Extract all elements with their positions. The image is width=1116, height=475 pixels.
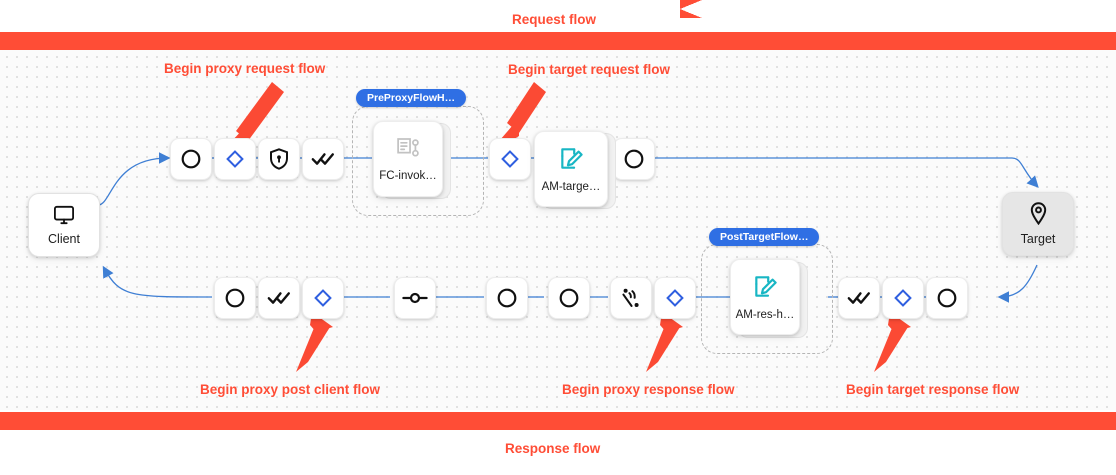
endpoint-client[interactable]: Client bbox=[28, 193, 100, 257]
circle-icon bbox=[224, 287, 246, 309]
diamond-icon bbox=[225, 149, 245, 169]
annotation-begin-proxy-response-flow: Begin proxy response flow bbox=[562, 382, 735, 397]
step-proxy-post-client-start[interactable] bbox=[214, 277, 256, 319]
policy-am-target[interactable]: AM-targe… bbox=[534, 131, 608, 207]
annotation-begin-target-request-flow: Begin target request flow bbox=[508, 62, 671, 77]
group-badge-post-target-flow-hook[interactable]: PostTargetFlow… bbox=[709, 228, 820, 246]
annotation-begin-target-response-flow: Begin target response flow bbox=[846, 382, 1020, 397]
endpoint-client-label: Client bbox=[48, 231, 80, 246]
policy-fc-invoke[interactable]: FC-invok… bbox=[373, 121, 443, 197]
group-badge-pre-proxy-flow-hook[interactable]: PreProxyFlowH… bbox=[356, 89, 467, 107]
shield-lock-icon bbox=[269, 148, 289, 170]
step-proxy-response-broadcast[interactable] bbox=[610, 277, 652, 319]
step-proxy-request-flow-hook[interactable] bbox=[214, 138, 256, 180]
step-proxy-request-start[interactable] bbox=[170, 138, 212, 180]
step-proxy-endpoint[interactable] bbox=[394, 277, 436, 319]
response-flow-bar bbox=[0, 412, 1116, 430]
step-proxy-response-flow-hook[interactable] bbox=[654, 277, 696, 319]
step-proxy-response-start[interactable] bbox=[486, 277, 528, 319]
circle-icon bbox=[558, 287, 580, 309]
annotation-begin-proxy-post-client-flow: Begin proxy post client flow bbox=[200, 382, 381, 397]
assign-message-icon bbox=[559, 146, 584, 174]
assign-message-icon bbox=[753, 274, 778, 302]
step-proxy-post-client-flow-hook[interactable] bbox=[302, 277, 344, 319]
circle-icon bbox=[936, 287, 958, 309]
flow-callout-icon bbox=[396, 136, 421, 163]
request-flow-arrow-notch bbox=[680, 0, 702, 18]
endpoint-target[interactable]: Target bbox=[1002, 192, 1074, 256]
double-check-icon bbox=[311, 150, 335, 168]
diamond-icon bbox=[313, 288, 333, 308]
step-target-response-flow-hook[interactable] bbox=[882, 277, 924, 319]
policy-am-res-header[interactable]: AM-res-h… bbox=[730, 259, 800, 335]
request-flow-bar bbox=[0, 32, 1116, 50]
monitor-icon bbox=[53, 205, 75, 228]
endpoint-target-label: Target bbox=[1020, 232, 1056, 246]
step-proxy-post-client-checks[interactable] bbox=[258, 277, 300, 319]
diamond-icon bbox=[500, 149, 520, 169]
circle-icon bbox=[496, 287, 518, 309]
step-proxy-request-security[interactable] bbox=[258, 138, 300, 180]
step-target-response-checks[interactable] bbox=[838, 277, 880, 319]
double-check-icon bbox=[847, 289, 871, 307]
broadcast-icon bbox=[619, 286, 643, 310]
policy-fc-invoke-label: FC-invok… bbox=[379, 170, 437, 182]
response-flow-label: Response flow bbox=[505, 441, 601, 456]
circle-icon bbox=[623, 148, 645, 170]
circle-icon bbox=[180, 148, 202, 170]
location-pin-icon bbox=[1029, 202, 1048, 228]
request-flow-label: Request flow bbox=[512, 12, 597, 27]
step-proxy-response-mid[interactable] bbox=[548, 277, 590, 319]
policy-am-target-label: AM-targe… bbox=[541, 180, 601, 193]
policy-am-res-header-label: AM-res-h… bbox=[735, 308, 795, 321]
annotation-begin-proxy-request-flow: Begin proxy request flow bbox=[164, 61, 326, 76]
step-target-response-start[interactable] bbox=[926, 277, 968, 319]
diamond-icon bbox=[665, 288, 685, 308]
step-proxy-request-checks[interactable] bbox=[302, 138, 344, 180]
step-target-request-flow-hook[interactable] bbox=[489, 138, 531, 180]
double-check-icon bbox=[267, 289, 291, 307]
step-target-request-end[interactable] bbox=[613, 138, 655, 180]
endpoint-node-icon bbox=[402, 291, 428, 305]
diagram-canvas bbox=[0, 50, 1116, 410]
diamond-icon bbox=[893, 288, 913, 308]
